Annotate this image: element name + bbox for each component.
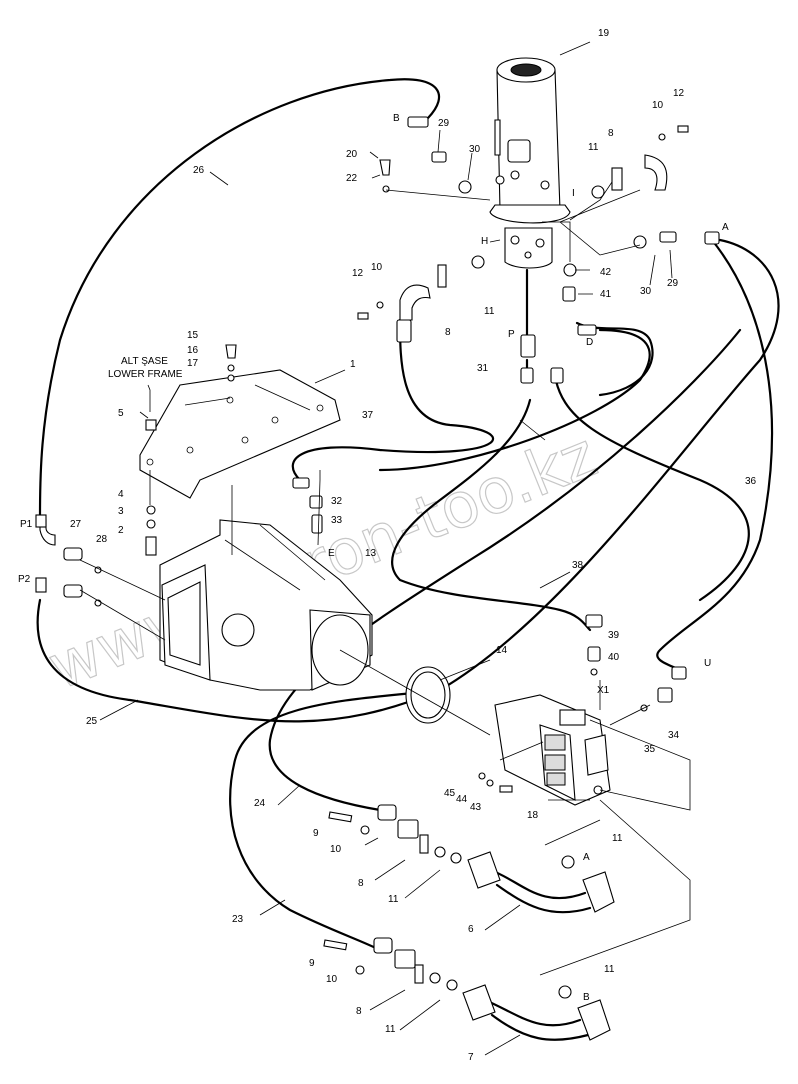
- label-28: 28: [96, 534, 108, 545]
- port-b-top: B: [393, 113, 400, 124]
- label-20: 20: [346, 149, 358, 160]
- label-29b: 29: [667, 278, 679, 289]
- label-3: 3: [118, 506, 124, 517]
- label-23: 23: [232, 914, 244, 925]
- label-6: 6: [468, 924, 474, 935]
- port-d: D: [586, 337, 593, 348]
- label-10d: 10: [326, 974, 338, 985]
- label-1: 1: [350, 359, 356, 370]
- label-29a: 29: [438, 118, 450, 129]
- swivel-joint: [489, 57, 571, 269]
- label-17: 17: [187, 358, 199, 369]
- label-9a: 9: [313, 828, 319, 839]
- gear-housing: [159, 519, 373, 691]
- label-38: 38: [572, 560, 584, 571]
- label-8b: 8: [445, 327, 451, 338]
- valve-block: [494, 694, 611, 806]
- label-5: 5: [118, 408, 124, 419]
- label-34: 34: [668, 730, 680, 741]
- port-a-bottom: A: [583, 852, 590, 863]
- part-labels: 19 12 10 8 11 I B 29 30 20 22 26 H A 42 …: [18, 28, 757, 1063]
- label-7: 7: [468, 1052, 474, 1063]
- label-10b: 10: [371, 262, 383, 273]
- label-27: 27: [70, 519, 82, 530]
- label-9b: 9: [309, 958, 315, 969]
- label-10c: 10: [330, 844, 342, 855]
- label-45: 45: [444, 788, 456, 799]
- label-40: 40: [608, 652, 620, 663]
- label-8a: 8: [608, 128, 614, 139]
- lower-frame-label: LOWER FRAME: [108, 369, 183, 380]
- port-x1: X1: [597, 685, 610, 696]
- label-13: 13: [365, 548, 377, 559]
- port-h: H: [481, 236, 488, 247]
- o-ring: [405, 666, 451, 724]
- label-36: 36: [745, 476, 757, 487]
- port-e: E: [328, 548, 335, 559]
- label-8d: 8: [356, 1006, 362, 1017]
- label-25: 25: [86, 716, 98, 727]
- label-10a: 10: [652, 100, 664, 111]
- port-p: P: [508, 329, 515, 340]
- label-32: 32: [331, 496, 343, 507]
- label-35: 35: [644, 744, 656, 755]
- port-i: I: [572, 188, 575, 199]
- label-44: 44: [456, 794, 468, 805]
- label-11f: 11: [385, 1024, 396, 1035]
- fittings: [35, 116, 720, 999]
- hose-assembly-7: [462, 984, 611, 1041]
- label-24: 24: [254, 798, 266, 809]
- label-33: 33: [331, 515, 343, 526]
- label-42: 42: [600, 267, 612, 278]
- label-4: 4: [118, 489, 124, 500]
- label-12b: 12: [352, 268, 364, 279]
- port-p2: P2: [18, 574, 31, 585]
- label-12a: 12: [673, 88, 685, 99]
- label-11e: 11: [604, 964, 615, 975]
- label-31: 31: [477, 363, 489, 374]
- label-41: 41: [600, 289, 612, 300]
- label-30a: 30: [469, 144, 481, 155]
- alt-sase-label: ALT ŞASE: [121, 356, 168, 367]
- label-18: 18: [527, 810, 539, 821]
- label-39: 39: [608, 630, 620, 641]
- label-19: 19: [598, 28, 610, 39]
- port-b-bottom: B: [583, 992, 590, 1003]
- label-11a: 11: [588, 142, 599, 153]
- label-16: 16: [187, 345, 199, 356]
- frame-plate: [139, 369, 341, 499]
- hose-assembly-6: [467, 851, 615, 914]
- label-22: 22: [346, 173, 358, 184]
- label-26: 26: [193, 165, 205, 176]
- label-37: 37: [362, 410, 374, 421]
- label-8c: 8: [358, 878, 364, 889]
- label-11b: 11: [484, 306, 495, 317]
- label-14: 14: [496, 645, 508, 656]
- label-15: 15: [187, 330, 199, 341]
- leader-lines: [79, 41, 691, 1056]
- label-30b: 30: [640, 286, 652, 297]
- label-11c: 11: [612, 833, 623, 844]
- label-11d: 11: [388, 894, 399, 905]
- label-43: 43: [470, 802, 482, 813]
- port-p1: P1: [20, 519, 33, 530]
- label-2: 2: [118, 525, 124, 536]
- port-u: U: [704, 658, 711, 669]
- port-a-top: A: [722, 222, 729, 233]
